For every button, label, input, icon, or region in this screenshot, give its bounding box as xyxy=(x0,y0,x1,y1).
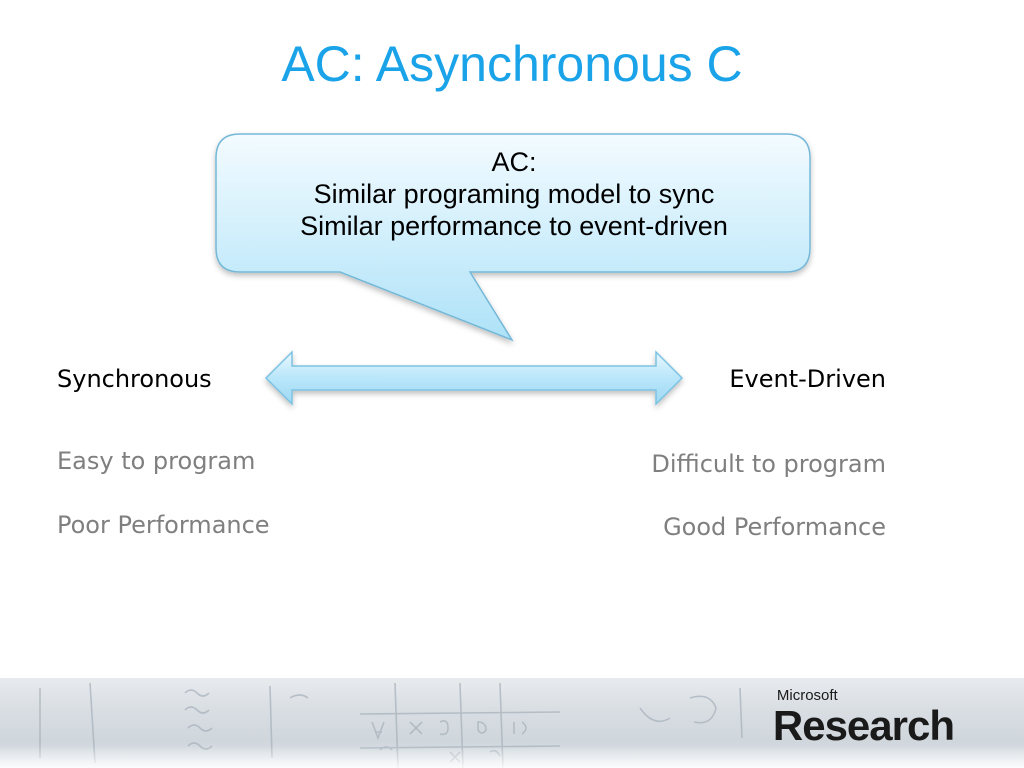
speech-bubble xyxy=(215,133,811,342)
callout-line: Similar programing model to sync xyxy=(313,179,715,209)
footer-highlight xyxy=(0,746,1024,768)
callout-line: AC: xyxy=(491,147,537,177)
callout-line: Similar performance to event-driven xyxy=(300,211,728,241)
right-point: Good Performance xyxy=(663,513,886,541)
right-point: Difficult to program xyxy=(651,450,886,478)
footer-banner: Microsoft Research xyxy=(0,678,1024,768)
left-point: Easy to program xyxy=(57,447,256,475)
callout-text: AC: Similar programing model to sync Sim… xyxy=(218,146,810,242)
microsoft-research-logo: Microsoft Research xyxy=(772,687,955,749)
event-driven-heading: Event-Driven xyxy=(729,365,886,393)
synchronous-heading: Synchronous xyxy=(57,365,212,393)
double-arrow-icon xyxy=(264,350,684,406)
logo-research-text: Research xyxy=(772,702,955,749)
left-point: Poor Performance xyxy=(57,511,270,539)
slide-title: AC: Asynchronous C xyxy=(281,36,743,92)
callout-graphics xyxy=(215,133,811,406)
logo-microsoft-text: Microsoft xyxy=(776,687,838,704)
